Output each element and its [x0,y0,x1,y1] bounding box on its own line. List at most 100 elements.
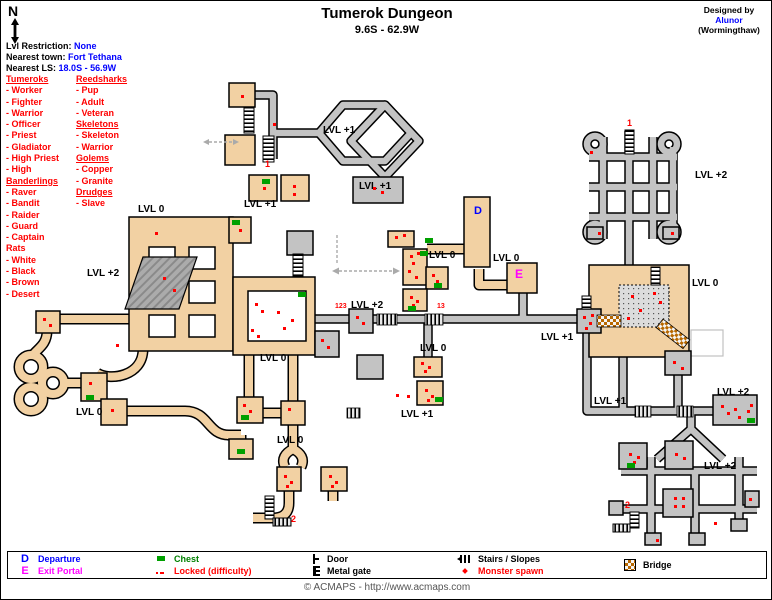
legend-label: Monster spawn [478,566,544,577]
stairs-icon [612,523,631,533]
chest-icon [154,554,168,564]
stairs-icon [292,253,304,277]
monster-group-header: Drudges [76,186,113,197]
legend-item: Bridge [623,559,766,571]
monster-item: - White [6,254,36,265]
monster-item: - Officer [6,119,41,130]
departure-exit-E-icon: E [21,565,29,578]
gate-icon [307,566,321,577]
inner-dotted-room [618,284,670,328]
stairs-icon [629,511,640,529]
rooms [35,82,760,546]
monster-item: - Raver [6,186,37,197]
compass-label: N [8,3,19,19]
legend-label: Departure [38,553,81,564]
slope-icon [424,313,444,326]
slope-icon [346,407,361,419]
monster-item: - Brown [6,277,40,288]
monster-item: - Gladiator [6,141,52,152]
legend-item: Chest [154,553,297,564]
monster-item: - Black [6,266,36,277]
monster-item: - Bandit [6,198,40,209]
legend-item: Locked (difficulty) [154,566,297,577]
legend-item: Metal gate [307,566,448,577]
legend-label: Chest [174,553,200,564]
sloped-room [124,256,198,310]
monster-item: - Skeleton [76,130,120,141]
monster-item: - Captain [6,232,45,243]
stairs-icon [581,295,592,310]
stairs-icons [243,107,694,533]
dungeon-info: Lvl Restriction: None Nearest town: Fort… [6,41,122,74]
stairs-icon [264,495,275,520]
compass-arrow-icon [11,18,19,44]
legend-label: Door [327,553,348,564]
monster-item: - Desert [6,288,40,299]
legend-item: Stairs / Slopes [457,553,613,564]
stairs-icon [457,554,472,564]
legend-item: D Departure [18,552,144,565]
monster-item: - Fighter [6,96,42,107]
monster-item: - Raider [6,209,40,220]
monster-item: - Granite [76,175,114,186]
slope-icon [676,405,694,418]
monster-item: - Warrior [76,141,114,152]
bridge-icon [596,314,622,328]
monster-item: - Warrior [6,107,44,118]
locked-icon [154,566,168,576]
legend-column: Bridge [613,552,766,578]
monster-group-header: Tumeroks [6,74,49,84]
lvl-restriction-label: Lvl Restriction: [6,41,72,51]
lvl-restriction-value: None [74,41,97,51]
monster-item: - Guard [6,220,39,231]
monster-item: - Veteran [76,107,115,118]
legend-item: E Exit Portal [18,565,144,578]
monster-group-header: Reedsharks [76,74,128,84]
departure-exit-D-icon: D [21,552,29,565]
stairs-icon [624,129,635,155]
monster-group-header: Skeletons [76,119,119,130]
stairs-icon [243,107,255,134]
legend-label: Metal gate [327,566,372,577]
designed-by-label: Designed by [703,5,755,15]
designer-world: (Wormingthaw) [698,25,760,35]
legend-label: Stairs / Slopes [478,553,541,564]
door-icon [307,553,321,564]
legend-label: Exit Portal [38,566,83,577]
monster-item: - Copper [76,164,113,175]
monster-item: - Adult [76,96,105,107]
nearest-ls-label: Nearest LS: [6,63,57,73]
slope-icon [376,313,398,326]
nearest-ls-value: 18.0S - 56.9W [58,63,117,73]
stairs-icon [272,517,292,527]
legend-label: Locked (difficulty) [174,566,252,577]
monster-group-header: Rats [6,243,26,254]
monster-group-header: Banderlings [6,175,59,186]
monster-group-header: Golems [76,153,110,164]
stairs-icon [650,266,661,286]
monster-item: - Worker [6,85,43,96]
bridges [596,314,691,350]
monster-list-col1: Tumeroks- Worker- Fighter- Warrior- Offi… [6,74,68,300]
monster-list: Tumeroks- Worker- Fighter- Warrior- Offi… [6,74,138,300]
nearest-town-value: Fort Tethana [68,52,122,62]
designer-name: Alunor [715,15,743,25]
legend-label: Bridge [643,560,672,570]
slope-icon [634,405,652,418]
designer-credit: Designed by Alunor (Wormingthaw) [689,5,769,35]
bridge-icon [623,559,637,571]
monster-item: - Slave [76,198,106,209]
monster-item: - Priest [6,130,37,141]
nearest-town-label: Nearest town: [6,52,66,62]
stairs-icon [262,135,275,163]
spawn-icon [458,566,472,576]
monster-item: - Pup [76,85,99,96]
